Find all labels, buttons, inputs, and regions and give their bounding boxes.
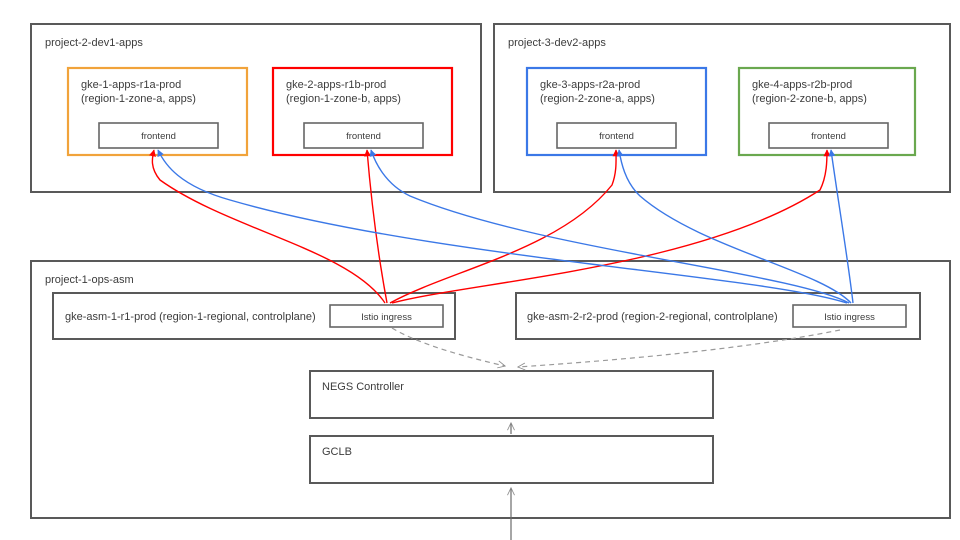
istio-ingress-asm-1[interactable]: Istio ingress <box>329 304 444 328</box>
workload-frontend-gke-3[interactable]: frontend <box>556 122 677 149</box>
cluster-detail-gke-2: (region-1-zone-b, apps) <box>286 93 401 105</box>
workload-border-gke-2 <box>303 122 424 149</box>
edge-group-dashed-negs <box>391 327 841 367</box>
container-project-3-dev2-apps: project-3-dev2-apps gke-3-apps-r2a-prod … <box>493 23 951 193</box>
cluster-label-asm-1: gke-asm-1-r1-prod (region-1-regional, co… <box>65 311 316 323</box>
edge-red-to-gke-3 <box>389 149 620 304</box>
istio-ingress-border-asm-1 <box>329 304 444 328</box>
cluster-detail-gke-1: (region-1-zone-a, apps) <box>81 93 196 105</box>
istio-ingress-label-asm-2: Istio ingress <box>824 312 875 323</box>
container-project-2-dev1-apps: project-2-dev1-apps gke-1-apps-r1a-prod … <box>30 23 482 193</box>
edge-dashed-asm2-to-negs <box>518 329 841 367</box>
cluster-name-gke-4: gke-4-apps-r2b-prod <box>752 79 852 91</box>
edge-red-to-gke-1 <box>149 149 386 304</box>
edge-red-to-gke-4 <box>391 149 831 304</box>
cluster-gke-asm-1-r1-prod[interactable]: gke-asm-1-r1-prod (region-1-regional, co… <box>52 292 456 340</box>
cluster-gke-2-apps-r1b-prod[interactable]: gke-2-apps-r1b-prod (region-1-zone-b, ap… <box>271 66 454 157</box>
edge-blue-to-gke-1 <box>157 149 848 304</box>
edge-group-blue-istio-2 <box>157 149 854 304</box>
workload-label-gke-4: frontend <box>811 131 846 142</box>
edge-group-red-istio-1 <box>149 149 831 304</box>
edge-dashed-asm1-to-negs <box>391 327 505 366</box>
service-border-gclb <box>309 435 714 484</box>
container-label-project-1: project-1-ops-asm <box>45 274 134 286</box>
edge-blue-to-gke-3 <box>616 149 852 304</box>
workload-border-gke-1 <box>98 122 219 149</box>
workload-frontend-gke-4[interactable]: frontend <box>768 122 889 149</box>
container-label-project-2: project-2-dev1-apps <box>45 37 143 49</box>
workload-label-gke-2: frontend <box>346 131 381 142</box>
workload-frontend-gke-2[interactable]: frontend <box>303 122 424 149</box>
cluster-gke-asm-2-r2-prod[interactable]: gke-asm-2-r2-prod (region-2-regional, co… <box>515 292 921 340</box>
cluster-name-gke-1: gke-1-apps-r1a-prod <box>81 79 181 91</box>
cluster-name-gke-3: gke-3-apps-r2a-prod <box>540 79 640 91</box>
container-label-project-3: project-3-dev2-apps <box>508 37 606 49</box>
cluster-gke-4-apps-r2b-prod[interactable]: gke-4-apps-r2b-prod (region-2-zone-b, ap… <box>737 66 917 157</box>
service-label-negs-controller: NEGS Controller <box>322 381 404 393</box>
service-gclb[interactable]: GCLB <box>309 435 714 484</box>
cluster-detail-gke-4: (region-2-zone-b, apps) <box>752 93 867 105</box>
cluster-gke-1-apps-r1a-prod[interactable]: gke-1-apps-r1a-prod (region-1-zone-a, ap… <box>66 66 249 157</box>
istio-ingress-border-asm-2 <box>792 304 907 328</box>
service-border-negs-controller <box>309 370 714 419</box>
istio-ingress-asm-2[interactable]: Istio ingress <box>792 304 907 328</box>
cluster-detail-gke-3: (region-2-zone-a, apps) <box>540 93 655 105</box>
service-label-gclb: GCLB <box>322 446 352 458</box>
workload-label-gke-3: frontend <box>599 131 634 142</box>
cluster-gke-3-apps-r2a-prod[interactable]: gke-3-apps-r2a-prod (region-2-zone-a, ap… <box>525 66 708 157</box>
edge-blue-to-gke-4 <box>828 149 854 304</box>
edge-blue-to-gke-2 <box>369 149 850 304</box>
workload-border-gke-3 <box>556 122 677 149</box>
workload-border-gke-4 <box>768 122 889 149</box>
workload-label-gke-1: frontend <box>141 131 176 142</box>
istio-ingress-label-asm-1: Istio ingress <box>361 312 412 323</box>
cluster-name-gke-2: gke-2-apps-r1b-prod <box>286 79 386 91</box>
service-negs-controller[interactable]: NEGS Controller <box>309 370 714 419</box>
container-project-1-ops-asm: project-1-ops-asm gke-asm-1-r1-prod (reg… <box>30 260 951 519</box>
workload-frontend-gke-1[interactable]: frontend <box>98 122 219 149</box>
cluster-label-asm-2: gke-asm-2-r2-prod (region-2-regional, co… <box>527 311 778 323</box>
